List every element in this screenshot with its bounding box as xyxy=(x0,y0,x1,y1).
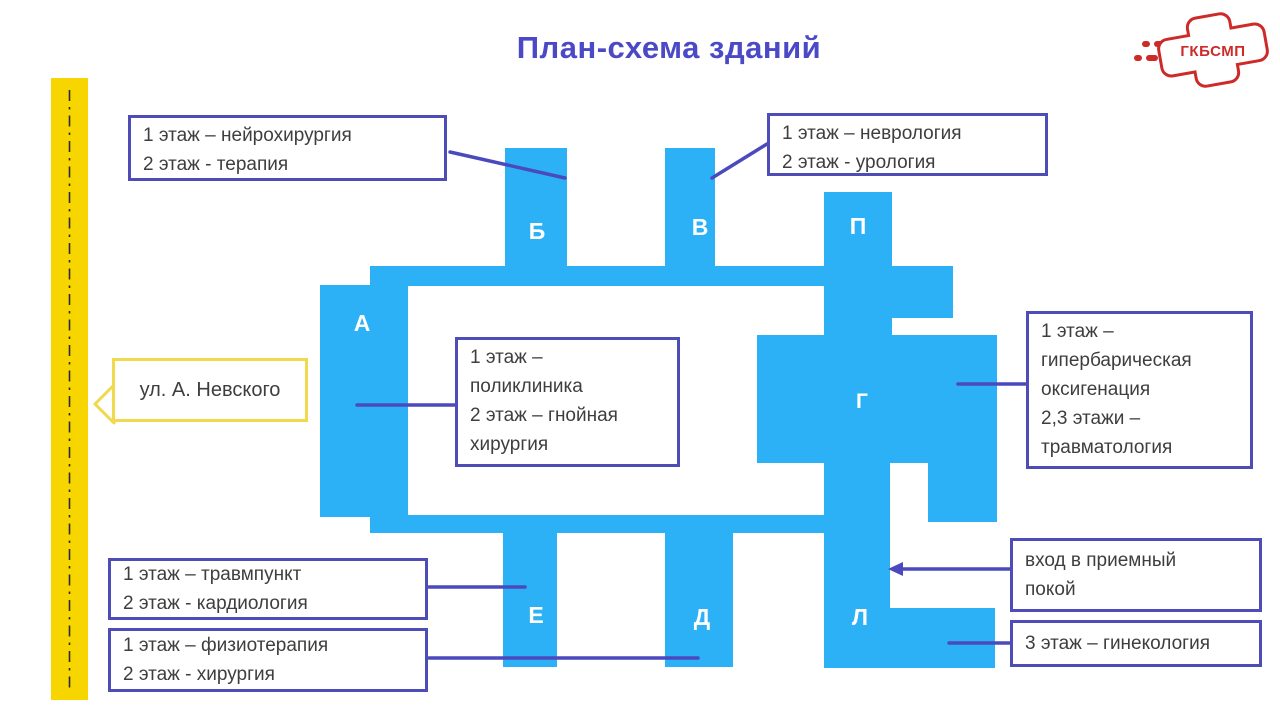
building-p-label: П xyxy=(850,213,867,239)
street-callout: ул. А. Невского xyxy=(112,358,308,422)
callout-line: 1 этаж – xyxy=(1041,321,1114,342)
building-a-shape xyxy=(320,285,408,517)
building-v-label: В xyxy=(692,214,709,240)
building-e-label: Е xyxy=(528,602,543,628)
callout-line: хирургия xyxy=(470,434,549,455)
callout-hyperbaric: 1 этаж – гипербарическая оксигенация 2,3… xyxy=(1026,311,1253,469)
callout-line: 2 этаж - терапия xyxy=(143,154,289,175)
callout-neurology: 1 этаж – неврология 2 этаж - урология xyxy=(767,113,1048,176)
page-title: План-схема зданий xyxy=(516,30,822,65)
building-bottom-wing xyxy=(370,515,828,533)
callout-gynecology: 3 этаж – гинекология xyxy=(1010,620,1262,667)
building-right-arm xyxy=(892,266,953,318)
callout-line: 2 этаж – гнойная xyxy=(470,405,618,426)
callout-line: травматология xyxy=(1041,437,1173,458)
building-l-foot xyxy=(890,608,995,668)
callout-polyclinic: 1 этаж – поликлиника 2 этаж – гнойная хи… xyxy=(455,337,680,467)
logo-text: ГКБСМП xyxy=(1180,43,1245,60)
callout-line: 2 этаж - кардиология xyxy=(123,593,308,614)
callout-line: вход в приемный xyxy=(1025,550,1177,571)
building-p-shape xyxy=(824,192,892,335)
building-g-label: Г xyxy=(856,390,868,413)
callout-line: 1 этаж – неврология xyxy=(782,123,962,144)
building-top-wing xyxy=(370,266,892,286)
building-g-extension xyxy=(928,463,997,522)
callout-line: оксигенация xyxy=(1041,379,1151,400)
callout-physiotherapy: 1 этаж – физиотерапия 2 этаж - хирургия xyxy=(108,628,428,692)
building-l-label: Л xyxy=(852,604,868,630)
callout-line: 2 этаж - урология xyxy=(782,152,936,173)
callout-line: поликлиника xyxy=(470,376,583,397)
callout-line: 1 этаж – физиотерапия xyxy=(123,635,329,656)
callout-neurosurgery: 1 этаж – нейрохирургия 2 этаж - терапия xyxy=(128,115,447,181)
building-v-shape xyxy=(665,148,715,286)
building-a-label: А xyxy=(354,310,371,336)
callout-line: 2 этаж - хирургия xyxy=(123,664,275,685)
connector-neurosurgery xyxy=(448,150,567,180)
building-l-shape xyxy=(824,335,890,668)
building-b-label: Б xyxy=(529,218,546,244)
building-e-shape xyxy=(503,515,557,667)
medical-cross-icon xyxy=(1157,12,1269,88)
callout-line: покой xyxy=(1025,579,1076,600)
arrow-left-icon xyxy=(888,562,903,576)
callout-line: 2,3 этажи – xyxy=(1041,408,1141,429)
callout-line: 3 этаж – гинекология xyxy=(1025,633,1210,654)
callout-line: гипербарическая xyxy=(1041,350,1192,371)
building-d-shape xyxy=(665,515,733,667)
callout-trauma-center: 1 этаж – травмпункт 2 этаж - кардиология xyxy=(108,558,428,620)
callout-line: 1 этаж – xyxy=(470,347,543,368)
callout-line: 1 этаж – травмпункт xyxy=(123,564,302,585)
callout-line: 1 этаж – нейрохирургия xyxy=(143,125,352,146)
connector-neurology xyxy=(710,142,769,180)
building-d-label: Д xyxy=(694,604,710,630)
street-label: ул. А. Невского xyxy=(139,378,281,401)
building-b-shape xyxy=(505,148,567,286)
callout-reception-entrance: вход в приемный покой xyxy=(1010,538,1262,612)
